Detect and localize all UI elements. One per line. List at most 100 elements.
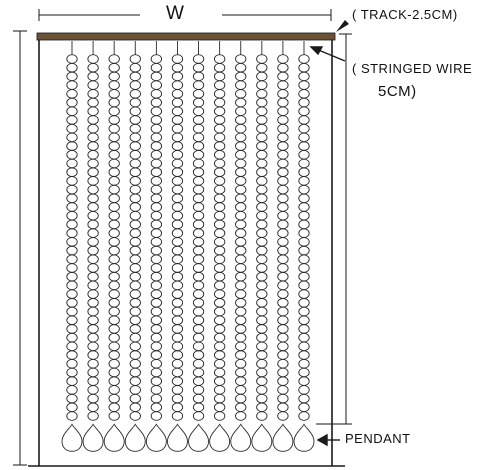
bead	[171, 54, 184, 64]
bead	[235, 324, 247, 334]
bead	[66, 306, 78, 317]
bead	[150, 341, 163, 352]
bead	[277, 97, 289, 108]
bead	[150, 289, 163, 299]
bead	[256, 219, 268, 230]
bead	[129, 89, 141, 99]
bead	[256, 271, 268, 282]
bead	[298, 271, 310, 282]
bead	[87, 367, 99, 378]
bead	[87, 306, 99, 317]
bead	[277, 176, 289, 186]
bead	[129, 367, 141, 378]
bead	[192, 184, 205, 195]
bead	[66, 385, 78, 395]
pendant	[209, 423, 231, 452]
bead	[277, 184, 289, 195]
bead	[235, 367, 247, 378]
bead	[171, 237, 184, 247]
bead	[298, 158, 310, 169]
bead	[108, 106, 120, 116]
bead	[150, 54, 163, 64]
bead	[298, 193, 310, 204]
bead	[129, 376, 141, 386]
bead	[129, 115, 141, 125]
bead	[108, 97, 120, 108]
bead	[277, 263, 289, 273]
bead	[192, 237, 205, 247]
bead	[171, 332, 184, 343]
bead	[129, 150, 141, 160]
bead	[150, 367, 163, 378]
bead	[213, 324, 226, 334]
bead	[150, 176, 163, 186]
bead	[129, 106, 141, 116]
bead	[129, 359, 141, 369]
bead	[192, 411, 205, 421]
bead	[192, 123, 205, 134]
bead	[298, 132, 310, 143]
bead-strand	[103, 41, 125, 452]
bead	[171, 245, 184, 256]
bead	[150, 411, 163, 421]
bead	[129, 219, 141, 230]
bead	[277, 367, 289, 378]
bead	[192, 89, 205, 99]
bead	[87, 193, 99, 204]
bead	[66, 350, 78, 360]
bead	[277, 393, 289, 404]
bead	[298, 141, 310, 151]
height-dimension-left	[13, 30, 27, 466]
bead	[256, 193, 268, 204]
bead	[256, 132, 268, 143]
bead	[192, 150, 205, 160]
bead	[150, 202, 163, 212]
bead	[87, 298, 99, 308]
bead	[235, 54, 247, 64]
bead	[277, 376, 289, 386]
bead	[277, 341, 289, 352]
bead	[213, 341, 226, 352]
bead	[87, 54, 99, 64]
bead	[277, 402, 289, 413]
bead	[66, 359, 78, 369]
bead	[87, 89, 99, 99]
bead	[108, 193, 120, 204]
bead	[171, 158, 184, 169]
bead	[108, 376, 120, 386]
bead	[277, 150, 289, 160]
bead	[129, 123, 141, 134]
bead	[150, 332, 163, 343]
bead	[171, 167, 184, 177]
bead	[129, 54, 141, 64]
bead	[298, 150, 310, 160]
bead	[235, 202, 247, 212]
bead	[298, 97, 310, 108]
bead	[108, 150, 120, 160]
bead	[192, 176, 205, 186]
bead	[277, 62, 289, 73]
bead	[298, 219, 310, 230]
bead	[87, 385, 99, 395]
bead	[213, 176, 226, 186]
width-label: W	[166, 3, 184, 24]
bead	[256, 332, 268, 343]
bead	[213, 385, 226, 395]
bead	[66, 332, 78, 343]
bead	[150, 123, 163, 134]
bead	[213, 228, 226, 238]
bead	[66, 393, 78, 404]
bead	[171, 141, 184, 151]
bead	[129, 350, 141, 360]
bead	[256, 228, 268, 238]
pendant	[145, 423, 167, 452]
bead	[277, 385, 289, 395]
bead	[87, 315, 99, 325]
bead	[87, 167, 99, 177]
bead	[277, 306, 289, 317]
bead	[213, 158, 226, 169]
bead	[87, 341, 99, 352]
bead	[213, 376, 226, 386]
bead	[108, 123, 120, 134]
bead	[66, 376, 78, 386]
